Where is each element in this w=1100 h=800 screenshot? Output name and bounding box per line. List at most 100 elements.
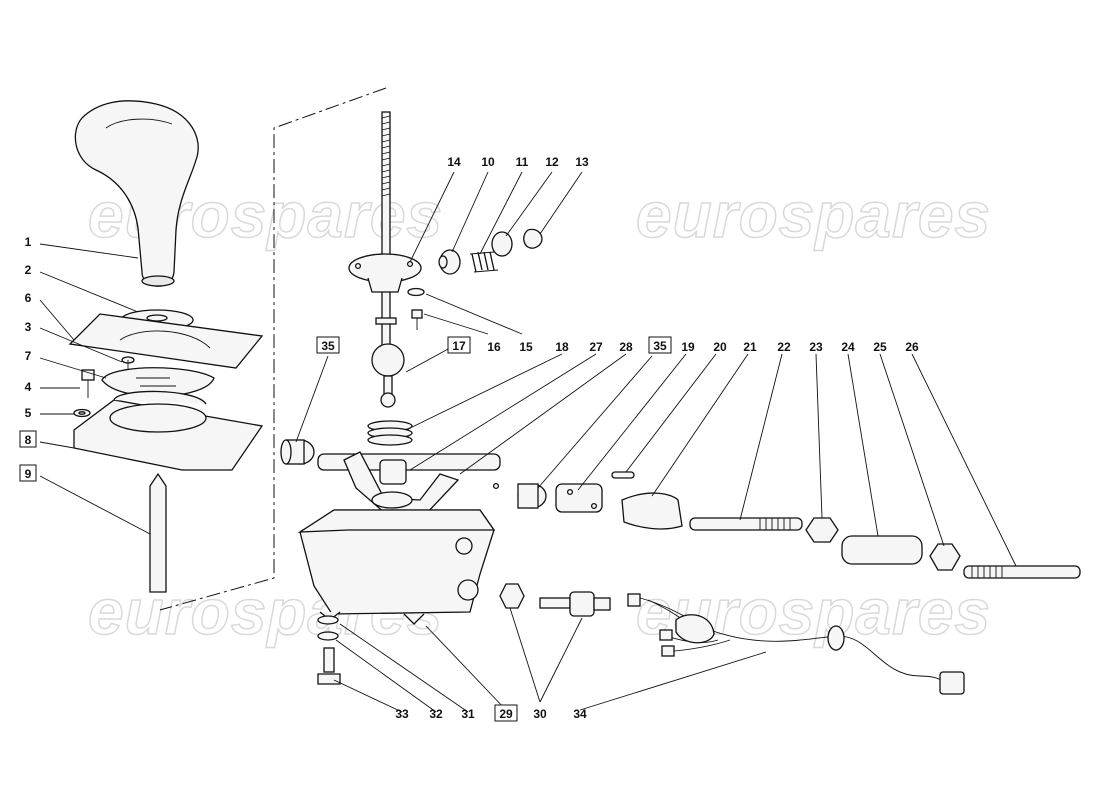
callout-c22: 22 [777, 340, 791, 354]
callout-number: 1 [25, 235, 32, 249]
mount-washer [73, 408, 91, 418]
leader-18 [405, 353, 563, 431]
washer-15 [407, 287, 425, 297]
callout-number: 32 [429, 707, 443, 721]
callout-c31: 31 [461, 707, 475, 721]
leader-22 [739, 353, 783, 521]
leader-30b [539, 617, 583, 703]
leader-17 [405, 347, 451, 373]
callout-number: 23 [809, 340, 823, 354]
separator-frame [159, 87, 387, 611]
callout-c28: 28 [619, 340, 633, 354]
callout-number: 18 [555, 340, 569, 354]
callout-box [494, 704, 518, 722]
callout-number: 21 [743, 340, 757, 354]
washer-32 [317, 631, 339, 641]
callout-number: 28 [619, 340, 633, 354]
screw-16 [411, 309, 423, 330]
callout-box [447, 336, 471, 354]
leader-30a [509, 607, 541, 703]
neutral-switch [539, 591, 611, 617]
callout-c23: 23 [809, 340, 823, 354]
ring-12 [491, 231, 513, 257]
callout-number: 10 [481, 155, 495, 169]
rod-22 [689, 517, 803, 531]
callout-c5: 5 [25, 406, 32, 420]
spring-11 [469, 251, 499, 273]
leader-20 [625, 353, 717, 473]
callout-c30: 30 [533, 707, 547, 721]
callout-c21: 21 [743, 340, 757, 354]
leader-35b [537, 355, 653, 489]
shifter-base [73, 390, 264, 471]
callout-c35a: 35 [316, 336, 340, 354]
callout-c35b: 35 [648, 336, 672, 354]
callout-number: 35 [321, 339, 335, 353]
bushing-35-right [517, 483, 547, 509]
lever-flange [348, 253, 422, 293]
leader-15 [425, 293, 523, 335]
nut-25 [929, 543, 961, 571]
callout-c6: 6 [25, 291, 32, 305]
callout-box [648, 336, 672, 354]
leader-28 [459, 353, 627, 475]
callout-number: 14 [447, 155, 461, 169]
rod-26 [963, 565, 1081, 579]
callout-c25: 25 [873, 340, 887, 354]
leader-13 [539, 171, 583, 235]
callout-number: 29 [499, 707, 513, 721]
callout-number: 35 [653, 339, 667, 353]
callout-c19: 19 [681, 340, 695, 354]
callout-number: 34 [573, 707, 587, 721]
leader-23 [815, 353, 823, 519]
callout-c34: 34 [573, 707, 587, 721]
leader-1 [39, 243, 139, 259]
leader-35a [295, 355, 329, 443]
callout-c3: 3 [25, 320, 32, 334]
callout-number: 4 [25, 380, 32, 394]
gear-knob [74, 100, 199, 287]
callout-number: 7 [25, 349, 32, 363]
leader-29 [425, 625, 507, 711]
callout-number: 31 [461, 707, 475, 721]
leader-11 [479, 171, 523, 255]
callout-c17: 17 [447, 336, 471, 354]
leader-25 [879, 353, 945, 547]
callout-number: 22 [777, 340, 791, 354]
callout-c13: 13 [575, 155, 589, 169]
gearbox-housing [297, 509, 496, 625]
callout-c12: 12 [545, 155, 559, 169]
leader-31 [339, 623, 469, 713]
lever-spring [367, 420, 413, 446]
leader-12 [505, 171, 553, 237]
leader-34 [579, 651, 767, 711]
callout-number: 5 [25, 406, 32, 420]
callout-number: 20 [713, 340, 727, 354]
leader-16 [423, 313, 489, 335]
sleeve-24 [841, 535, 923, 565]
leader-24 [847, 353, 879, 537]
leader-14 [409, 171, 455, 263]
leader-3 [39, 327, 123, 363]
wiring-harness [627, 593, 965, 695]
callout-number: 9 [25, 467, 32, 481]
callout-box [316, 336, 340, 354]
leader-10 [451, 171, 489, 253]
nut-23 [805, 517, 839, 543]
lever-clip [375, 317, 397, 325]
pin-20 [611, 471, 635, 479]
callout-c11: 11 [516, 155, 529, 169]
washer-31 [317, 615, 339, 625]
callout-c26: 26 [905, 340, 919, 354]
callout-c15: 15 [519, 340, 533, 354]
leader-27 [409, 353, 597, 471]
shift-pin [149, 472, 167, 593]
leader-9 [39, 475, 151, 535]
bushing-10 [438, 249, 461, 275]
callout-number: 33 [395, 707, 409, 721]
callout-c24: 24 [841, 340, 855, 354]
callout-number: 15 [519, 340, 533, 354]
callout-number: 27 [589, 340, 603, 354]
lever-ball [371, 343, 405, 408]
